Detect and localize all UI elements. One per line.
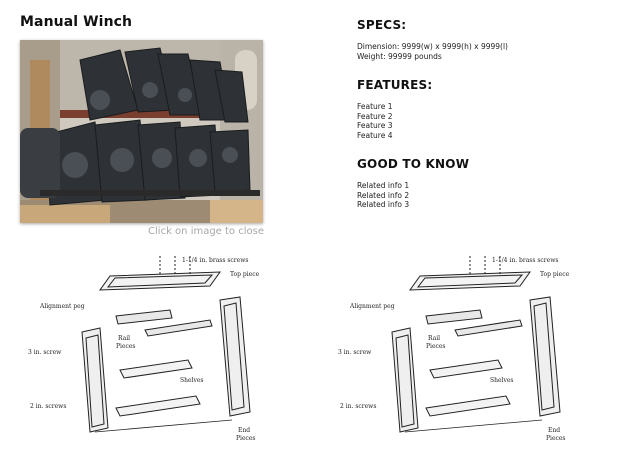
label-2in-screws: 2 in. screws [30, 403, 66, 410]
page-title: Manual Winch [20, 14, 133, 30]
product-photo[interactable] [20, 40, 263, 223]
label-top-piece: Top piece [540, 271, 570, 278]
label-end-pieces-1: End [548, 427, 560, 434]
label-brass-screws: 1-1/4 in. brass screws [492, 257, 558, 264]
label-rail-pieces-1: Rail [118, 335, 130, 342]
features-section: FEATURES: Feature 1 Feature 2 Feature 3 … [357, 78, 607, 140]
label-alignment-peg: Alignment peg [349, 303, 395, 310]
photo-caption[interactable]: Click on image to close [148, 226, 264, 237]
label-2in-screws: 2 in. screws [340, 403, 376, 410]
spec-line: Dimension: 9999(w) x 9999(h) x 9999(l) [357, 42, 508, 51]
assembly-diagram-drawing: 1-1/4 in. brass screws Top piece Alignme… [338, 256, 570, 442]
label-rail-pieces-2: Pieces [426, 343, 446, 350]
info-panel: SPECS: Dimension: 9999(w) x 9999(h) x 99… [357, 18, 607, 227]
feature-item: Feature 4 [357, 130, 393, 140]
specs-section: SPECS: Dimension: 9999(w) x 9999(h) x 99… [357, 18, 607, 61]
label-3in-screw: 3 in. screw [338, 349, 372, 356]
good-to-know-heading: GOOD TO KNOW [357, 157, 470, 171]
features-heading: FEATURES: [357, 78, 433, 92]
feature-item: Feature 2 [357, 111, 393, 121]
feature-item: Feature 1 [357, 102, 393, 111]
label-shelves: Shelves [490, 377, 513, 384]
label-end-pieces-1: End [238, 427, 250, 434]
related-info-item: Related info 3 [357, 200, 410, 209]
related-info-item: Related info 1 [357, 181, 410, 190]
label-top-piece: Top piece [230, 271, 260, 278]
assembly-diagram-left[interactable]: 1-1/4 in. brass screws Top piece Alignme… [20, 252, 290, 452]
related-info-item: Related info 2 [357, 190, 410, 200]
good-to-know-section: GOOD TO KNOW Related info 1 Related info… [357, 157, 607, 210]
label-rail-pieces-1: Rail [428, 335, 440, 342]
label-end-pieces-2: Pieces [546, 435, 566, 442]
label-end-pieces-2: Pieces [236, 435, 256, 442]
assembly-diagram-drawing: 1-1/4 in. brass screws Top piece Alignme… [28, 256, 260, 442]
label-shelves: Shelves [180, 377, 203, 384]
feature-item: Feature 3 [357, 121, 393, 130]
spec-line: Weight: 99999 pounds [357, 51, 442, 61]
label-3in-screw: 3 in. screw [28, 349, 62, 356]
label-rail-pieces-2: Pieces [116, 343, 136, 350]
winch-photo-image [20, 40, 263, 223]
assembly-diagram-right[interactable]: 1-1/4 in. brass screws Top piece Alignme… [330, 252, 600, 452]
specs-heading: SPECS: [357, 18, 407, 32]
label-alignment-peg: Alignment peg [39, 303, 85, 310]
label-brass-screws: 1-1/4 in. brass screws [182, 257, 248, 264]
